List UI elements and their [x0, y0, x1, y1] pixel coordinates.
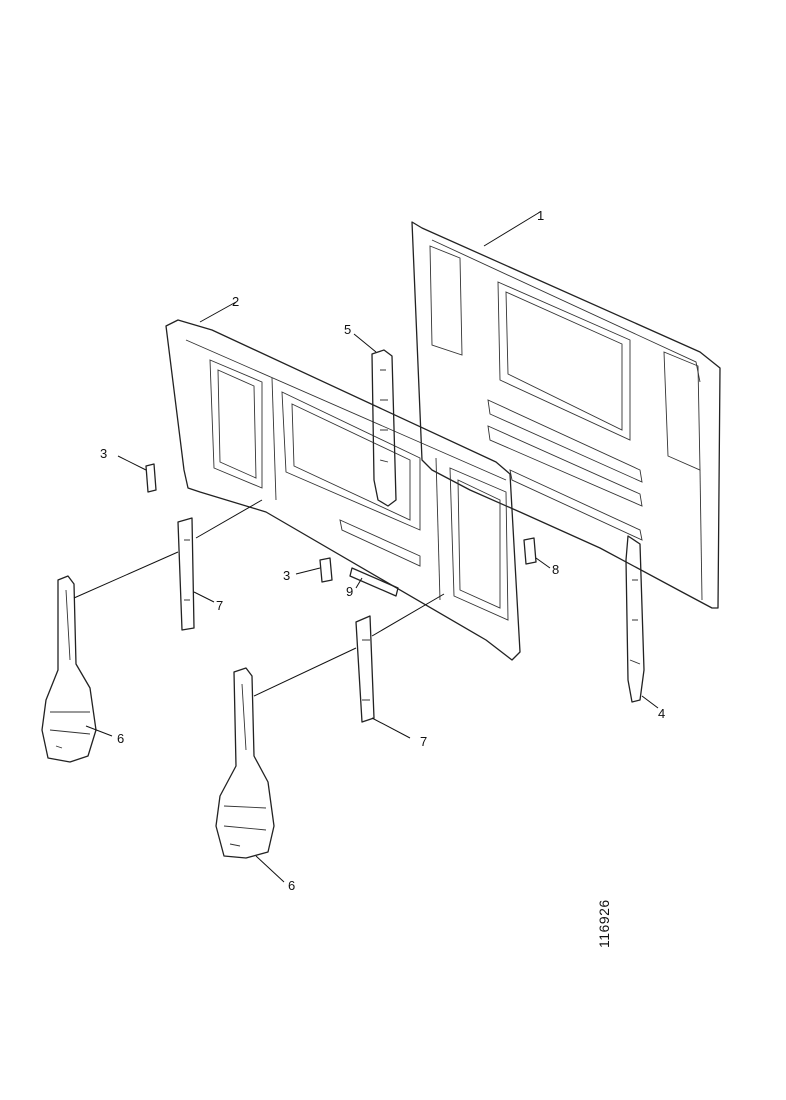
part-7-strip-left — [177, 517, 195, 631]
callout-6-left: 6 — [117, 731, 124, 746]
part-3-bracket-center — [319, 557, 333, 583]
part-6-pillar-lower — [215, 667, 275, 859]
callout-3-center: 3 — [283, 568, 290, 583]
part-2-inner-panel — [165, 319, 521, 661]
callout-2: 2 — [232, 294, 239, 309]
callout-6-lower: 6 — [288, 878, 295, 893]
callout-1: 1 — [537, 208, 544, 223]
callout-5: 5 — [344, 322, 351, 337]
part-1-outer-panel — [411, 221, 721, 609]
callout-8: 8 — [552, 562, 559, 577]
document-number: 116926 — [596, 899, 612, 948]
part-6-pillar-left — [41, 575, 97, 763]
callout-4: 4 — [658, 706, 665, 721]
part-9-strip — [349, 567, 399, 597]
part-4-pillar — [625, 535, 645, 703]
part-8-plate — [523, 537, 537, 565]
part-7-strip-right — [355, 615, 375, 723]
part-5-reinforcement — [371, 349, 397, 507]
leader-lines — [73, 211, 659, 883]
callout-7-right: 7 — [420, 734, 427, 749]
part-3-bracket-left — [145, 463, 157, 493]
callout-9: 9 — [346, 584, 353, 599]
callout-7-left: 7 — [216, 598, 223, 613]
callout-3-left: 3 — [100, 446, 107, 461]
